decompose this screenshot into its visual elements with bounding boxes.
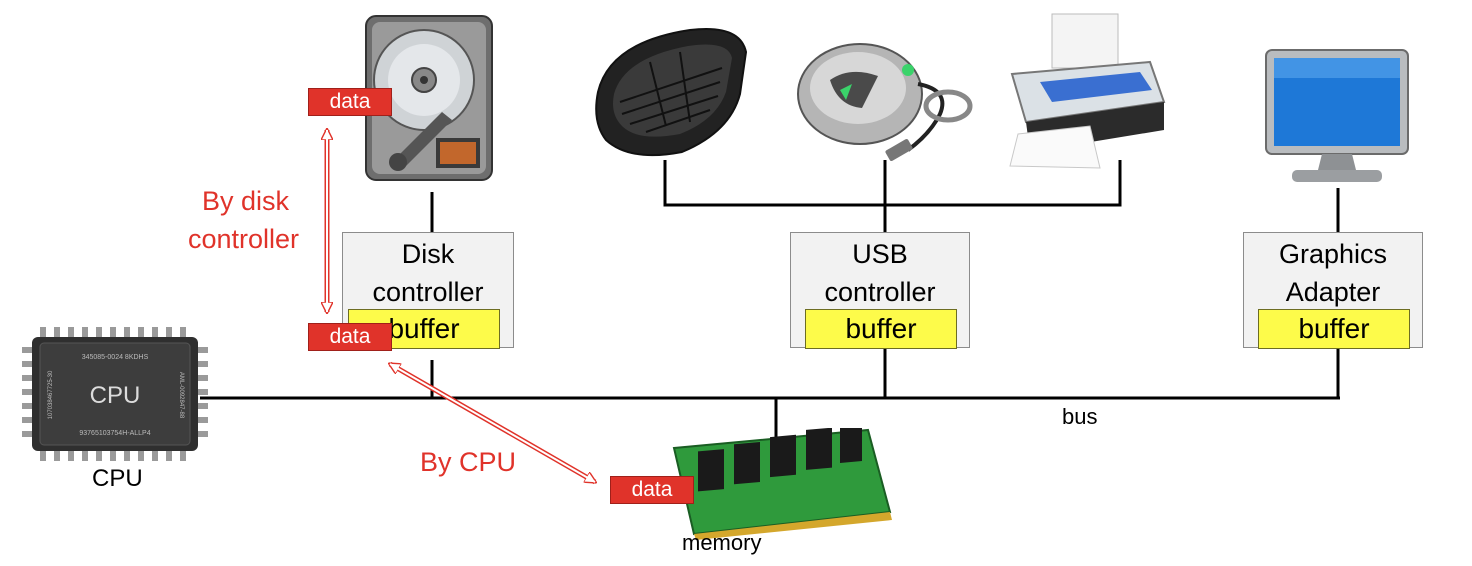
chip-top-text: 345085-0024 8KDHS — [82, 354, 149, 361]
usb-controller-buffer: buffer — [805, 309, 957, 349]
usb-controller-title-line1: USB — [852, 239, 908, 269]
cpu-chip-icon: 345085-0024 8KDHS 93765103754H-ALLP4 107… — [22, 327, 208, 461]
disk-controller-title-line2: controller — [372, 277, 484, 307]
memory-label: memory — [682, 530, 762, 555]
graphics-adapter-title-line1: Graphics — [1278, 239, 1388, 269]
mouse-icon — [797, 43, 973, 161]
by-cpu-label: By CPU — [420, 447, 517, 477]
chip-center-label: CPU — [90, 382, 141, 409]
by-disk-controller-label-line2: controller — [188, 224, 300, 254]
usb-controller-box: USB controller buffer — [790, 232, 970, 349]
usb-device-links — [663, 160, 1122, 207]
bus-label: bus — [1062, 404, 1098, 429]
chip-right-text: AML-0092847-88 — [178, 372, 184, 419]
graphics-adapter-box: Graphics Adapter buffer — [1243, 232, 1423, 349]
hard-disk-icon — [365, 15, 493, 181]
usb-controller-title-line2: controller — [824, 277, 936, 307]
keyboard-icon — [595, 28, 748, 157]
cpu-transfer-arrow — [390, 361, 595, 485]
cpu-label: CPU — [92, 465, 143, 492]
graphics-adapter-title-line2: Adapter — [1285, 277, 1381, 307]
memory-module-icon — [672, 428, 892, 540]
graphics-adapter-buffer: buffer — [1258, 309, 1410, 349]
memory-data-tag: data — [610, 476, 694, 504]
chip-left-text: 107038467725-30 — [48, 370, 54, 419]
disk-data-tag: data — [308, 88, 392, 116]
by-disk-controller-label-line1: By disk — [202, 186, 290, 216]
monitor-icon — [1265, 49, 1409, 182]
printer-icon — [1009, 13, 1166, 169]
buffer-data-tag: data — [308, 323, 392, 351]
disk-controller-title-line1: Disk — [401, 239, 455, 269]
chip-bottom-text: 93765103754H-ALLP4 — [79, 430, 150, 437]
